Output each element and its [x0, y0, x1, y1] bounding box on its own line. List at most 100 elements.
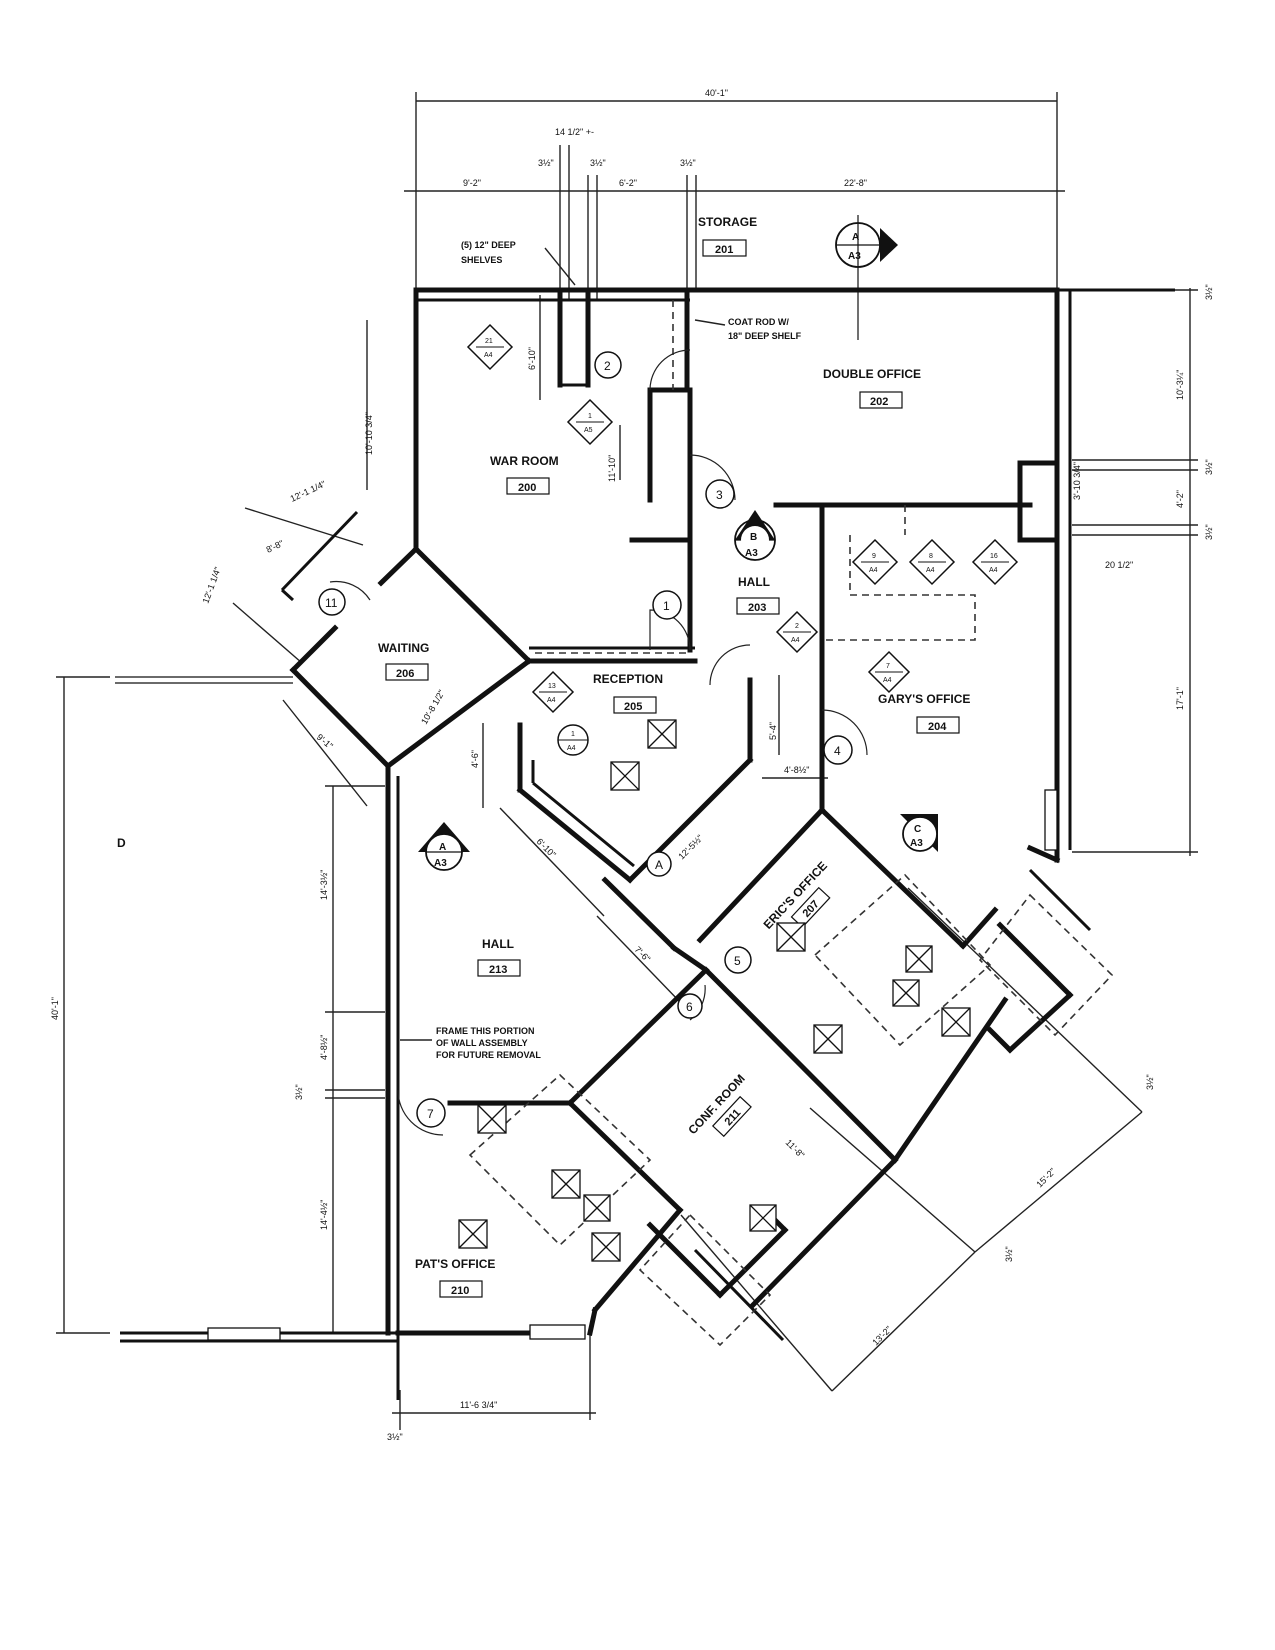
room-number: 207	[801, 898, 822, 920]
note-coat-rod-line2: 18" DEEP SHELF	[728, 331, 802, 341]
room-war-room: WAR ROOM 200	[490, 454, 559, 495]
room-name: RECEPTION	[593, 672, 663, 686]
section-markers: A A3 B A3 A A3 C A3	[418, 215, 938, 871]
room-number: 210	[451, 1285, 469, 1297]
section-marker-a-top: A A3	[835, 215, 898, 340]
note-frame-line3: FOR FUTURE REMOVAL	[436, 1050, 541, 1060]
door-tag-3: 3	[705, 479, 735, 509]
dim-top-small: 14 1/2" +-	[555, 127, 594, 137]
svg-text:A3: A3	[848, 251, 861, 262]
dim-waiting-5: 10'-8 1/2"	[419, 688, 447, 726]
dim-small-2: 3'-10 3/4"	[1072, 462, 1082, 500]
dim-waiting-1: 10'-10 3/4"	[364, 412, 374, 455]
svg-text:16: 16	[990, 553, 998, 560]
svg-text:A4: A4	[547, 697, 556, 704]
room-garys-office: GARY'S OFFICE 204	[878, 692, 970, 734]
elevation-marker-9: 9 A4	[851, 538, 899, 586]
svg-text:21: 21	[485, 338, 493, 345]
partial-label: D	[117, 836, 126, 850]
dim-wall-c: 3½"	[680, 158, 696, 168]
svg-text:5: 5	[734, 954, 741, 968]
note-shelves-line1: (5) 12" DEEP	[461, 240, 516, 250]
elevation-marker-8: 8 A4	[908, 538, 956, 586]
room-name: HALL	[482, 937, 514, 951]
door-tag-2: 2	[594, 351, 622, 379]
walls	[120, 287, 1175, 1400]
svg-text:A4: A4	[869, 567, 878, 574]
dim-right-3: 17'-1"	[1175, 687, 1185, 710]
door-tag-4: 4	[823, 735, 853, 765]
dim-reception-3: 4'-8½"	[784, 765, 809, 775]
room-conf-room: CONF. ROOM 211	[685, 1072, 752, 1138]
room-storage: STORAGE 201	[698, 215, 757, 257]
room-number: 204	[928, 721, 947, 733]
svg-text:13: 13	[548, 683, 556, 690]
dim-top-1: 9'-2"	[463, 178, 481, 188]
door-tag-5: 5	[724, 946, 752, 974]
svg-text:2: 2	[795, 623, 799, 630]
dim-right-wall-1: 3½"	[1204, 284, 1214, 300]
wall-type-tags: A A	[646, 851, 672, 877]
svg-text:C: C	[914, 824, 921, 835]
svg-text:A4: A4	[883, 677, 892, 684]
svg-text:A4: A4	[567, 745, 576, 752]
elevation-marker-13: 13 A4	[531, 670, 575, 714]
svg-text:6: 6	[686, 1000, 693, 1014]
room-labels: STORAGE 201 DOUBLE OFFICE 202 WAR ROOM 2…	[378, 215, 970, 1298]
svg-text:1: 1	[663, 599, 670, 613]
room-name: WAITING	[378, 641, 429, 655]
svg-text:7: 7	[427, 1107, 434, 1121]
dim-top-3: 22'-8"	[844, 178, 867, 188]
svg-text:A4: A4	[989, 567, 998, 574]
dim-small-1: 20 1/2"	[1105, 560, 1133, 570]
misc-marks: D	[115, 676, 1058, 1341]
dim-left-wall: 3½"	[294, 1084, 304, 1100]
room-name: HALL	[738, 575, 770, 589]
dim-hall-1: 7'-6"	[633, 944, 653, 964]
svg-text:3: 3	[716, 488, 723, 502]
room-hall-203: HALL 203	[736, 575, 780, 615]
svg-text:B: B	[750, 532, 757, 543]
dim-diag-2: 13'-2"	[870, 1324, 893, 1347]
svg-text:2: 2	[604, 359, 611, 373]
dim-waiting-2: 12'-1 1/4"	[289, 479, 328, 504]
room-number: 200	[518, 482, 536, 494]
svg-text:A4: A4	[791, 637, 800, 644]
dim-war-1: 6'-10"	[527, 347, 537, 370]
dim-left-1: 14'-3½"	[319, 870, 329, 900]
room-waiting: WAITING 206	[378, 641, 429, 681]
dim-war-2: 11'-10"	[607, 455, 617, 482]
elevation-marker-21: 21 A4	[466, 323, 514, 371]
svg-text:A5: A5	[584, 427, 593, 434]
dim-bottom-wall: 3½"	[387, 1432, 403, 1442]
room-name: GARY'S OFFICE	[878, 692, 970, 706]
svg-text:A3: A3	[745, 548, 758, 559]
door-tag-6: 6	[677, 993, 703, 1019]
door-tag-11: 11	[318, 588, 346, 616]
room-name: PAT'S OFFICE	[415, 1257, 495, 1271]
dim-diag-wall: 3½"	[1145, 1074, 1155, 1090]
dim-left-3: 4'-8½"	[319, 1035, 329, 1060]
dim-right-wall-3: 3½"	[1204, 524, 1214, 540]
dim-bottom-1: 11'-6 3/4"	[460, 1400, 497, 1410]
dimension-lines	[56, 92, 1198, 1430]
dim-reception-2: 5'-4"	[768, 722, 778, 740]
annotation-notes: (5) 12" DEEP SHELVES COAT ROD W/ 18" DEE…	[400, 240, 802, 1060]
door-tag-1: 1	[652, 590, 682, 620]
dim-diag-wall-2: 3½"	[1004, 1246, 1014, 1262]
svg-text:A: A	[439, 842, 446, 853]
dim-reception-4: 12'-5½"	[676, 833, 705, 862]
dim-top-2: 6'-2"	[619, 178, 637, 188]
device-symbols	[458, 719, 971, 1262]
room-name: CONF. ROOM	[685, 1072, 748, 1138]
dim-right-1: 10'-3¼"	[1175, 370, 1185, 400]
room-number: 213	[489, 964, 507, 976]
door-tags: 1 2 3 4 5 6 7 11	[318, 351, 853, 1128]
elevation-markers: 21 A4 1 A5 9 A4 8 A4 16 A4	[466, 323, 1019, 756]
svg-text:A: A	[655, 858, 663, 872]
room-reception: RECEPTION 205	[593, 672, 663, 714]
svg-text:1: 1	[571, 731, 575, 738]
svg-text:A4: A4	[926, 567, 935, 574]
svg-text:1: 1	[588, 413, 592, 420]
